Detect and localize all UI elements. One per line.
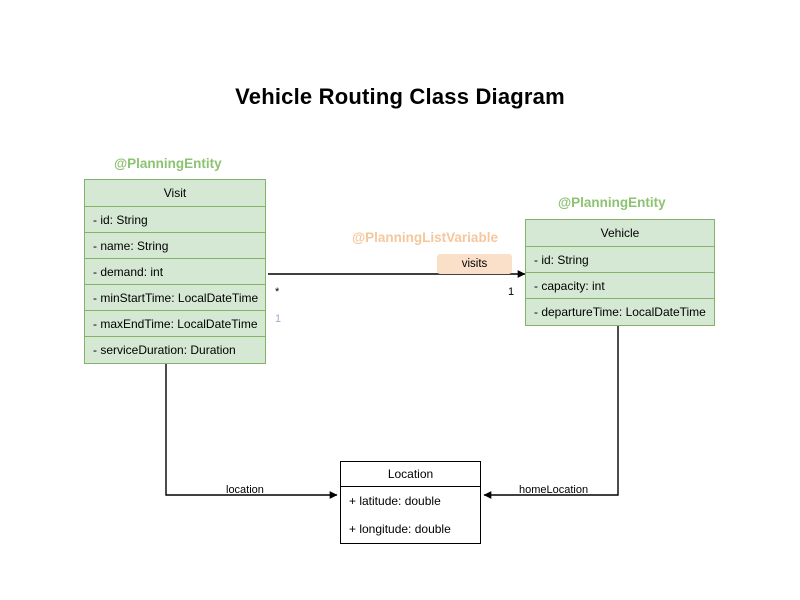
multiplicity-visit-one: 1: [275, 313, 282, 325]
edge-label-home-location: homeLocation: [519, 484, 589, 496]
stereotype-vehicle: @PlanningEntity: [558, 195, 666, 210]
class-attribute: - id: String: [85, 207, 265, 233]
stereotype-planning-list-variable: @PlanningListVariable: [352, 230, 498, 245]
association-label-visits: visits: [437, 254, 512, 274]
class-attribute: + longitude: double: [349, 522, 451, 536]
class-attribute: - name: String: [85, 233, 265, 259]
class-attribute: - minStartTime: LocalDateTime: [85, 285, 265, 311]
class-attribute: - demand: int: [85, 259, 265, 285]
edge-label-location: location: [226, 484, 264, 496]
edge-home-location: [483, 322, 619, 499]
class-box-visit[interactable]: Visit - id: String - name: String - dema…: [84, 179, 266, 364]
class-attribute: - maxEndTime: LocalDateTime: [85, 311, 265, 337]
class-name-vehicle: Vehicle: [526, 220, 714, 247]
class-name-location: Location: [341, 462, 480, 487]
class-attribute: - serviceDuration: Duration: [93, 343, 236, 357]
multiplicity-visit-many: *: [275, 286, 280, 298]
multiplicity-vehicle-one: 1: [508, 286, 515, 298]
class-attribute: + latitude: double: [349, 494, 441, 508]
page-title: Vehicle Routing Class Diagram: [235, 84, 565, 109]
class-box-vehicle[interactable]: Vehicle - id: String - capacity: int - d…: [525, 219, 715, 326]
stereotype-visit: @PlanningEntity: [114, 156, 222, 171]
edge-location: [165, 362, 338, 499]
class-attribute: - departureTime: LocalDateTime: [534, 305, 706, 319]
class-attribute: - id: String: [526, 247, 714, 273]
class-box-location[interactable]: Location + latitude: double + longitude:…: [340, 461, 481, 544]
class-attribute: - capacity: int: [526, 273, 714, 299]
class-name-visit: Visit: [85, 180, 265, 207]
